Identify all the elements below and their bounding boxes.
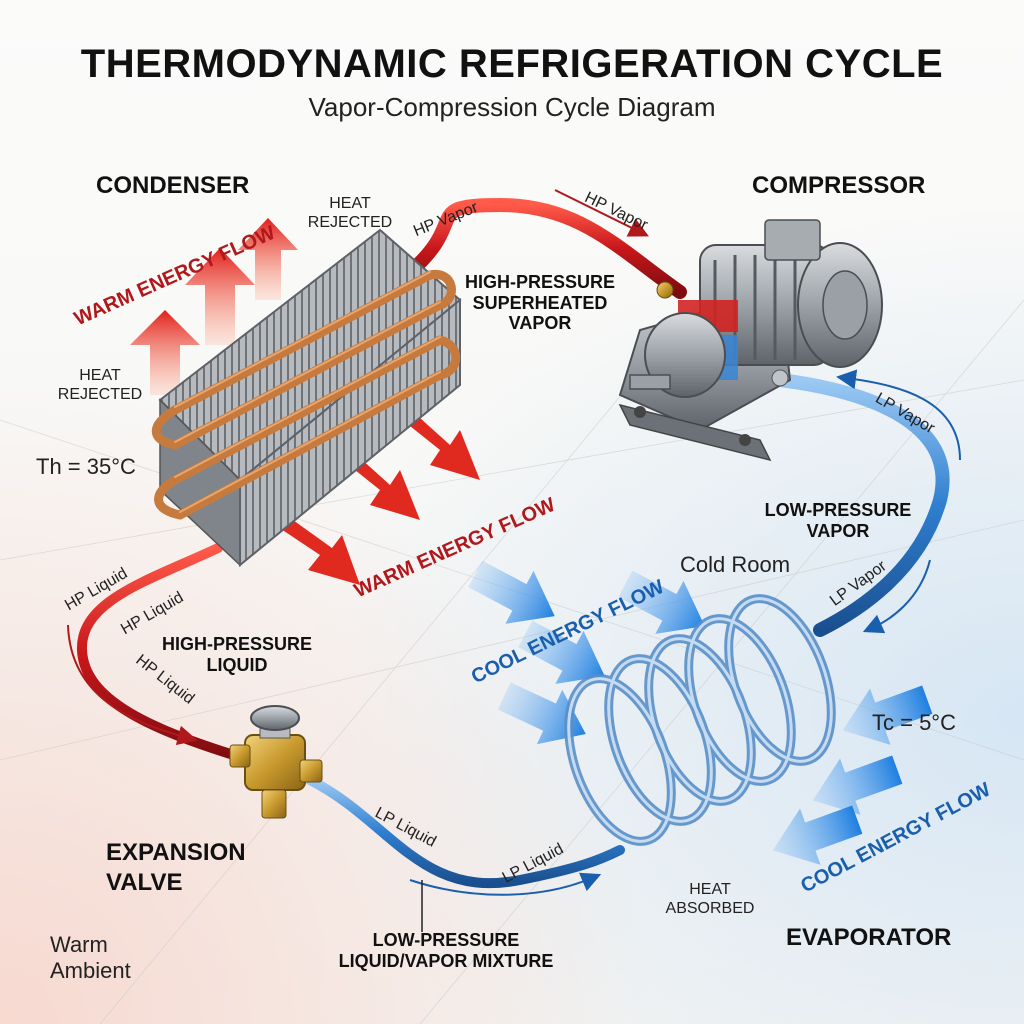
expansion-valve-unit	[229, 705, 323, 819]
condenser-label: CONDENSER	[96, 172, 250, 199]
condenser-unit	[151, 228, 462, 568]
expansion-valve-label: EXPANSION VALVE	[106, 839, 246, 896]
page-title: THERMODYNAMIC REFRIGERATION CYCLE	[80, 42, 944, 86]
lp-vapor-pipe	[773, 373, 950, 637]
lp-liquid-pipe	[305, 775, 625, 889]
compressor-unit	[618, 219, 883, 462]
hp-superheated-vapor-label: HIGH-PRESSURE SUPERHEATED VAPOR	[464, 272, 616, 334]
lp-vapor-label: LOW-PRESSURE VAPOR	[764, 500, 912, 541]
warm-ambient-label: Warm Ambient	[50, 932, 131, 984]
heat-rejected-label-left: HEAT REJECTED	[57, 367, 143, 404]
cold-room-label: Cold Room	[680, 552, 791, 577]
compressor-label: COMPRESSOR	[752, 172, 926, 199]
heat-absorbed-label: HEAT ABSORBED	[665, 881, 755, 918]
hp-liquid-label: HIGH-PRESSURE LIQUID	[161, 634, 313, 675]
heat-rejected-label-top: HEAT REJECTED	[307, 195, 393, 232]
page-subtitle: Vapor-Compression Cycle Diagram	[308, 92, 716, 122]
evaporator-coil	[564, 594, 836, 846]
evaporator-label: EVAPORATOR	[786, 924, 952, 951]
lp-mixture-label: LOW-PRESSURE LIQUID/VAPOR MIXTURE	[338, 930, 554, 971]
cold-temperature: Tc = 5°C	[872, 710, 956, 735]
cool-energy-arrows	[468, 560, 933, 865]
hp-vapor-pipe	[403, 197, 687, 299]
hot-temperature: Th = 35°C	[36, 454, 136, 479]
